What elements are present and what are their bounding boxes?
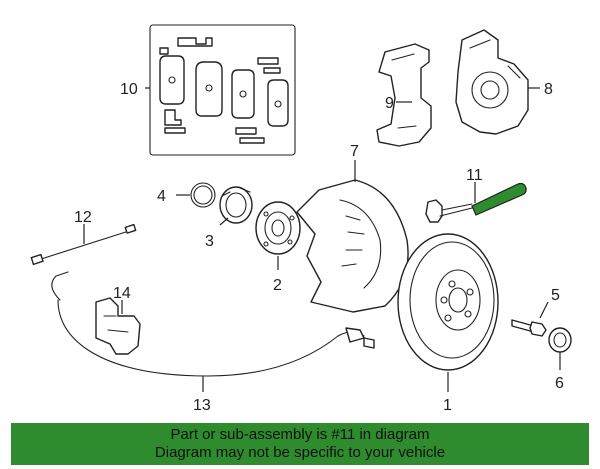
callout-11: 11 <box>466 167 483 184</box>
part-12-sensor-cable[interactable] <box>30 223 137 266</box>
banner-line-1: Part or sub-assembly is #11 in diagram <box>170 426 430 443</box>
part-9-caliper-bracket[interactable] <box>376 43 432 147</box>
part-14-abs-bracket[interactable] <box>95 297 141 355</box>
callout-2: 2 <box>273 277 282 294</box>
callout-13: 13 <box>193 397 211 414</box>
callout-9: 9 <box>385 95 394 112</box>
part-8-caliper[interactable] <box>455 29 540 135</box>
callout-5: 5 <box>551 287 560 304</box>
callout-1: 1 <box>443 397 452 414</box>
part-info-banner: Part or sub-assembly is #11 in diagram D… <box>11 423 589 465</box>
callout-14: 14 <box>113 285 131 302</box>
part-6-cap[interactable] <box>548 327 572 370</box>
part-2-hub[interactable] <box>255 201 301 270</box>
callout-6: 6 <box>555 375 564 392</box>
callout-4: 4 <box>157 188 166 205</box>
callout-12: 12 <box>74 209 92 226</box>
callout-3: 3 <box>205 233 214 250</box>
brake-pads <box>159 55 289 127</box>
pad-kit-frame <box>149 24 296 156</box>
part-5-wheel-bolt[interactable] <box>511 301 549 337</box>
banner-line-2: Diagram may not be specific to your vehi… <box>154 444 446 461</box>
part-11-wear-sensor[interactable] <box>425 182 527 223</box>
part-7-dust-shield[interactable] <box>296 160 409 313</box>
part-4-snap-ring[interactable] <box>176 182 216 208</box>
callout-10: 10 <box>120 81 138 98</box>
part-1-brake-rotor[interactable] <box>397 233 499 392</box>
pad-hardware-clips <box>159 37 281 144</box>
part-13-abs-harness[interactable] <box>51 271 375 392</box>
callout-7: 7 <box>350 143 359 160</box>
part-10-brake-pad-set[interactable] <box>145 24 296 156</box>
callout-8: 8 <box>544 81 553 98</box>
part-3-wheel-bearing[interactable] <box>219 186 253 226</box>
